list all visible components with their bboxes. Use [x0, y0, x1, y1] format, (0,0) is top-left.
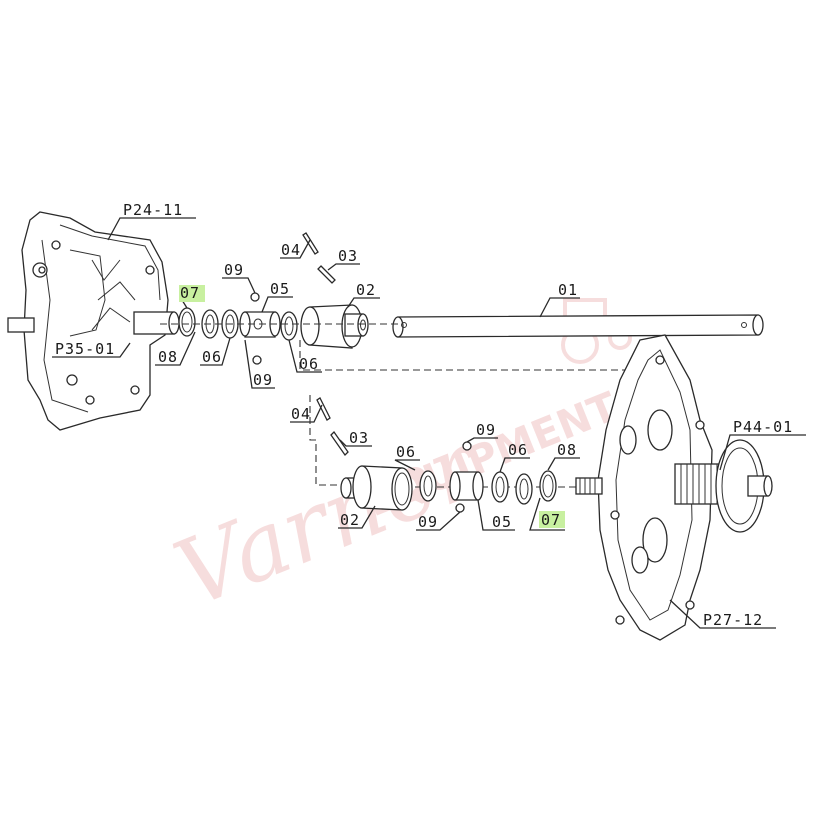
- pin-03-lower: [330, 430, 349, 457]
- main-shaft-01: [392, 314, 764, 338]
- label-05-upper: 05: [270, 280, 290, 298]
- sleeve-02-lower: [340, 465, 413, 511]
- label-05-lower: 05: [492, 513, 512, 531]
- highlight-07-upper: [179, 285, 205, 302]
- label-p44-01: P44-01: [733, 418, 793, 436]
- label-02-lower: 02: [340, 511, 360, 529]
- watermark-logo: Varner EQUIPMENT: [161, 298, 632, 629]
- label-02-upper: 02: [356, 281, 376, 299]
- ball-09-upper-a: [250, 292, 260, 302]
- pin-04-lower: [316, 397, 331, 421]
- washer-06-upper-b: [280, 311, 298, 341]
- sleeve-02-upper: [300, 304, 369, 349]
- label-p27-12: P27-12: [703, 611, 763, 629]
- watermark-script: Varner: [161, 410, 497, 629]
- ball-09-upper-b: [252, 355, 262, 365]
- label-07-lower: 07: [541, 511, 561, 529]
- highlight-07-lower: [539, 511, 565, 528]
- left-transmission-housing: [7, 211, 180, 431]
- washer-06-lower-a: [419, 470, 437, 502]
- label-07-upper: 07: [180, 284, 200, 302]
- label-03-upper: 03: [338, 247, 358, 265]
- label-08-upper: 08: [158, 348, 178, 366]
- label-01: 01: [558, 281, 578, 299]
- lower-row-parts: [316, 397, 557, 513]
- washer-08-lower: [515, 473, 533, 505]
- part-labels: P24-11 P35-01 07 08 06 09 05 09 06 04 03…: [55, 201, 793, 629]
- label-08-lower: 08: [557, 441, 577, 459]
- label-p24-11: P24-11: [123, 201, 183, 219]
- label-09-lower-a: 09: [476, 421, 496, 439]
- label-09-upper-b: 09: [253, 371, 273, 389]
- label-p35-01: P35-01: [55, 340, 115, 358]
- label-06-lower-b: 06: [508, 441, 528, 459]
- label-09-upper-a: 09: [224, 261, 244, 279]
- ball-09-lower-a: [462, 441, 472, 451]
- label-06-lower-a: 06: [396, 443, 416, 461]
- label-03-lower: 03: [349, 429, 369, 447]
- label-04-upper: 04: [281, 241, 301, 259]
- label-06-upper-a: 06: [202, 348, 222, 366]
- right-transmission-housing: [575, 334, 773, 641]
- ball-09-lower-b: [455, 503, 465, 513]
- label-04-lower: 04: [291, 405, 311, 423]
- pin-03-upper: [317, 265, 336, 284]
- label-09-lower-b: 09: [418, 513, 438, 531]
- label-06-upper-b: 06: [299, 355, 319, 373]
- pin-04-upper: [302, 232, 319, 255]
